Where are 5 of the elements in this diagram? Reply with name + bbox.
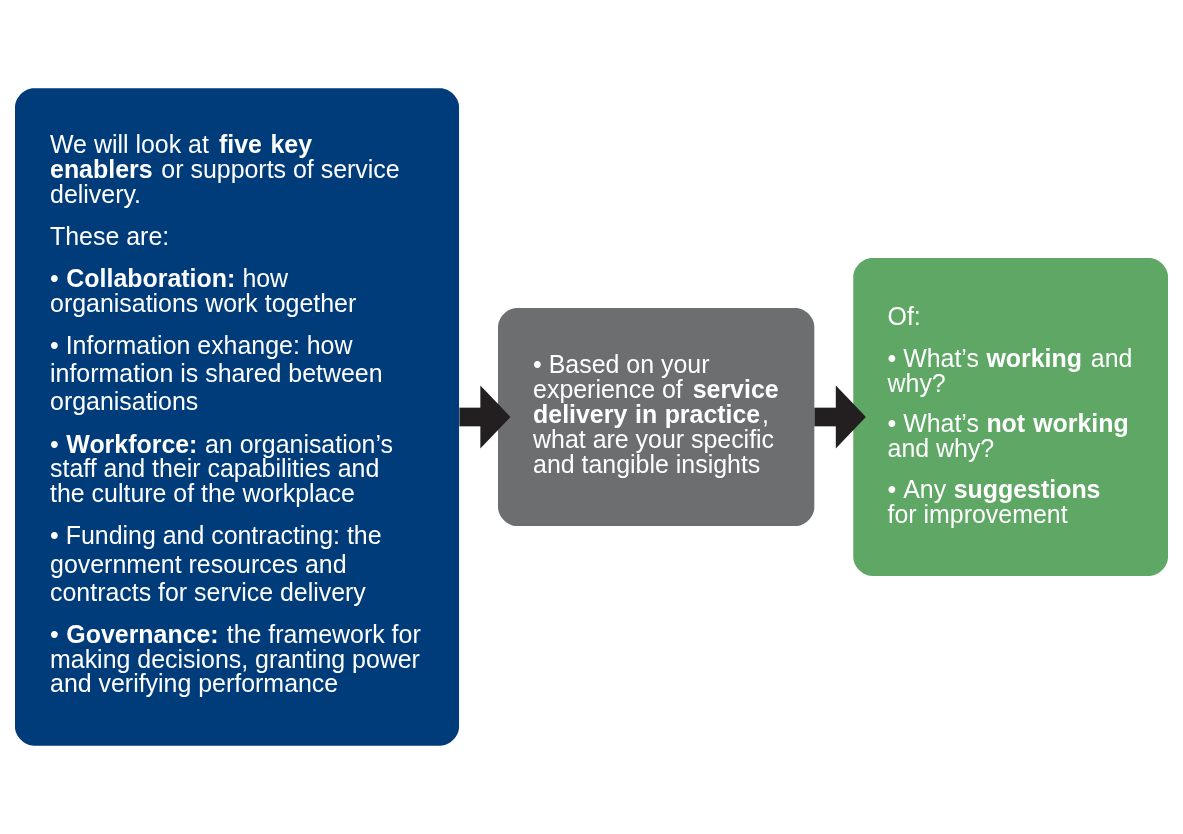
node-box: • Based on your experience of service delivery in practice, what are your specific and tangible insights: [498, 307, 815, 527]
arrow: [459, 385, 511, 449]
node-box: Of: • What’s working and why? • What’s not working and why? • Any suggestions for improvement: [853, 258, 1168, 576]
arrow: [814, 385, 866, 449]
node-box: We will look at five key enablers or supports of service delivery. These are: • Collaboration: how organisations work together • Information exhange: how information is shared between organisations • Workforce: an organisation’s staff and their capabilities and the culture of the workplace • Funding and contracting: the government resources and contracts for service delivery • Governance: the framework for making decisions, granting power and verifying performance: [15, 88, 460, 746]
